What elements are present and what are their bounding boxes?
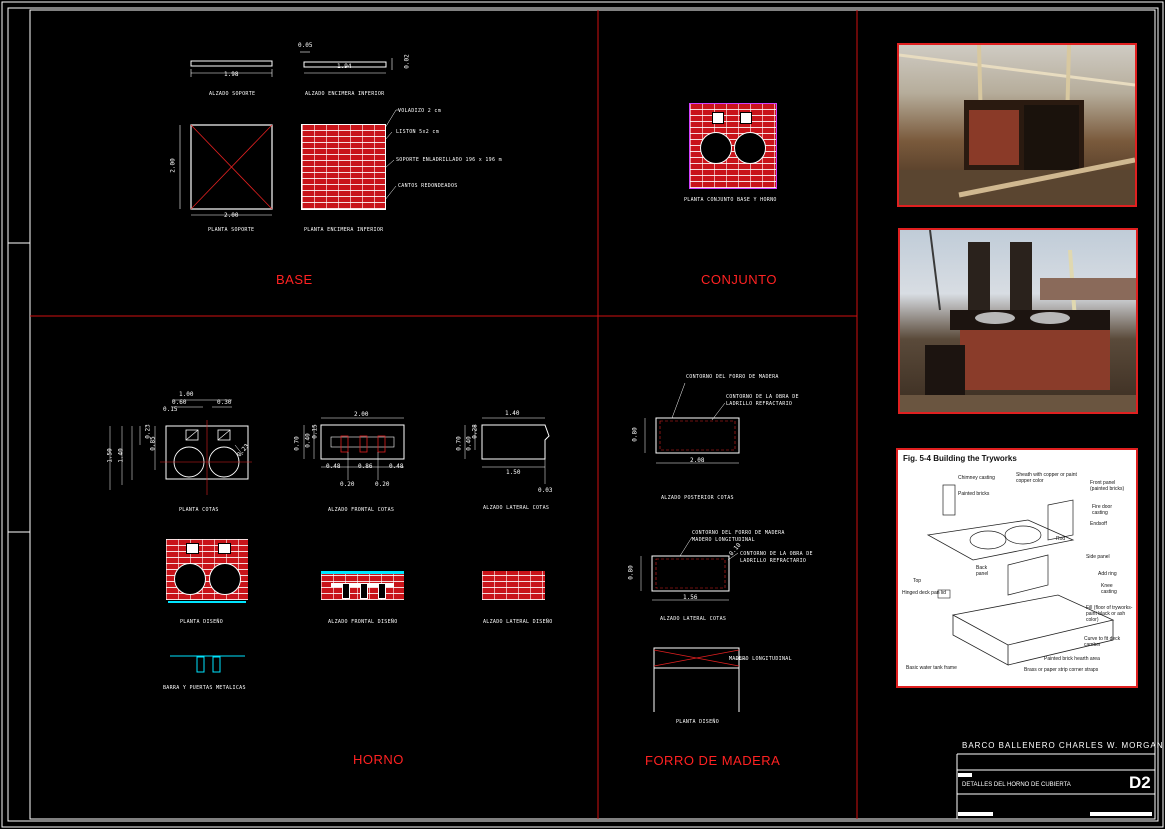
fig-label-17: Brass or paper strip corner straps bbox=[1024, 667, 1099, 673]
note-contorno-obra-2: CONTORNO DE LA OBRA DE LADRILLO REFRACTA… bbox=[740, 551, 813, 564]
planta-soporte-width-dim: 2.00 bbox=[224, 212, 239, 219]
af-dim-5: 0.48 bbox=[326, 463, 341, 470]
fig-label-12: Hinged deck pan lid bbox=[902, 590, 946, 596]
planta-cotas-label: PLANTA COTAS bbox=[179, 507, 219, 513]
al-dim-2: 0.70 bbox=[455, 436, 463, 451]
note-contorno-obra: CONTORNO DE LA OBRA DE LADRILLO REFRACTA… bbox=[726, 394, 799, 407]
note-madero-longitudinal: MADERO LONGITUDINAL bbox=[729, 656, 792, 662]
af-dim-8: 0.20 bbox=[340, 481, 355, 488]
forro-ap-height: 0.80 bbox=[631, 427, 639, 442]
pc-dim-4: 0.15 bbox=[163, 406, 178, 413]
planta-soporte-label: PLANTA SOPORTE bbox=[208, 227, 255, 233]
section-title-base: BASE bbox=[276, 272, 313, 287]
fig-label-10: Add ring bbox=[1098, 571, 1117, 577]
fig-label-15: Painted brick hearth area bbox=[1044, 656, 1100, 662]
forro-planta-diseno-label: PLANTA DISEÑO bbox=[676, 719, 720, 725]
alzado-lateral-cotas-label: ALZADO LATERAL COTAS bbox=[483, 505, 550, 511]
sheet-title: DETALLES DEL HORNO DE CUBIERTA bbox=[962, 782, 1071, 788]
project-title: BARCO BALLENERO CHARLES W. MORGAN bbox=[962, 741, 1164, 750]
forro-al-height: 0.80 bbox=[627, 565, 635, 580]
note-contorno-forro-2-line1: CONTORNO DEL FORRO DE MADERA bbox=[692, 530, 785, 536]
pc-dim-3: 0.30 bbox=[217, 399, 232, 406]
al-dim-6: 0.03 bbox=[538, 487, 553, 494]
fig-label-8: Back panel bbox=[976, 565, 989, 577]
alzado-lateral-diseno-label: ALZADO LATERAL DISEÑO bbox=[483, 619, 553, 625]
conjunto-pot-right bbox=[734, 132, 766, 164]
planta-encimera-label: PLANTA ENCIMERA INFERIOR bbox=[304, 227, 384, 233]
sheet-number: D2 bbox=[1129, 773, 1151, 792]
fig-label-6: Rod bbox=[1056, 536, 1066, 542]
section-title-forro: FORRO DE MADERA bbox=[645, 753, 781, 768]
fig-label-3: Front panel (painted bricks) bbox=[1090, 480, 1125, 492]
conjunto-pot-left bbox=[700, 132, 732, 164]
af-dim-2: 0.70 bbox=[293, 436, 301, 451]
fig-label-1: Painted bricks bbox=[958, 491, 990, 497]
planta-soporte-rect bbox=[190, 124, 273, 210]
alzado-encimera-label: ALZADO ENCIMERA INFERIOR bbox=[305, 91, 385, 97]
fig-label-0: Chimney casting bbox=[958, 475, 995, 481]
alzado-encimera-dim-top: 0.05 bbox=[298, 42, 313, 49]
forro-ap-width: 2.08 bbox=[690, 457, 705, 464]
pc-dim-8: 1.40 bbox=[117, 448, 125, 463]
fig-label-2: Sheath with copper or paint copper color bbox=[1016, 472, 1077, 484]
af-dim-3: 0.40 bbox=[304, 433, 312, 448]
drawing-frame bbox=[29, 9, 1156, 820]
alzado-lateral-diseno-brick bbox=[482, 571, 545, 600]
alzado-posterior-label: ALZADO POSTERIOR COTAS bbox=[661, 495, 734, 501]
planta-diseno-label: PLANTA DISEÑO bbox=[180, 619, 224, 625]
section-title-horno: HORNO bbox=[353, 752, 404, 767]
alzado-frontal-cotas-label: ALZADO FRONTAL COTAS bbox=[328, 507, 395, 513]
alzado-lateral-forro-label: ALZADO LATERAL COTAS bbox=[660, 616, 727, 622]
pc-dim-6: 0.85 bbox=[149, 436, 157, 451]
fig-label-16: Basic water tank frame bbox=[906, 665, 957, 671]
af-dim-7: 0.48 bbox=[389, 463, 404, 470]
planta-encimera-brick bbox=[301, 124, 386, 210]
planta-soporte-height-dim: 2.00 bbox=[169, 158, 177, 173]
pc-dim-7: 1.50 bbox=[106, 448, 114, 463]
section-title-conjunto: CONJUNTO bbox=[701, 272, 777, 287]
fig-label-9: Top bbox=[913, 578, 922, 584]
tryworks-photo-1 bbox=[897, 43, 1137, 207]
af-dim-9: 0.20 bbox=[375, 481, 390, 488]
fig-label-14: Curve to fit deck camber bbox=[1084, 636, 1121, 648]
note-cantos: CANTOS REDONDEADOS bbox=[398, 183, 458, 189]
forro-al-width: 1.56 bbox=[683, 594, 698, 601]
fig-label-13: Fill (floor of tryworks-paint black or a… bbox=[1086, 605, 1133, 623]
figure-title: Fig. 5-4 Building the Tryworks bbox=[903, 454, 1017, 463]
conjunto-caption: PLANTA CONJUNTO BASE Y HORNO bbox=[684, 197, 777, 203]
note-contorno-forro: CONTORNO DEL FORRO DE MADERA bbox=[686, 374, 779, 380]
tryworks-figure: Fig. 5-4 Building the Tryworks Chimney c… bbox=[896, 448, 1138, 688]
planta-diseno-brick bbox=[166, 539, 248, 600]
al-dim-5: 1.50 bbox=[506, 469, 521, 476]
af-dim-6: 0.86 bbox=[358, 463, 373, 470]
af-dim-4: 0.15 bbox=[311, 424, 319, 439]
inner-border bbox=[7, 7, 1159, 822]
alzado-soporte-dim: 1.98 bbox=[224, 71, 239, 78]
note-voladizo: VOLADIZO 2 cm bbox=[398, 108, 442, 114]
tryworks-photo-2 bbox=[898, 228, 1138, 414]
pc-dim-1: 1.00 bbox=[179, 391, 194, 398]
barra-puertas-label: BARRA Y PUERTAS METALICAS bbox=[163, 685, 246, 691]
alzado-encimera-dim-side: 0.02 bbox=[403, 54, 411, 69]
pc-dim-2: 0.60 bbox=[172, 399, 187, 406]
alzado-frontal-diseno-brick bbox=[321, 571, 404, 600]
fig-label-7: Side panel bbox=[1086, 554, 1110, 560]
alzado-soporte-label: ALZADO SOPORTE bbox=[209, 91, 256, 97]
al-dim-4: 0.28 bbox=[471, 424, 479, 439]
planta-diseno-base-line bbox=[168, 601, 246, 603]
alzado-encimera-dim: 1.94 bbox=[337, 63, 352, 70]
al-dim-1: 1.40 bbox=[505, 410, 520, 417]
note-madero-line: MADERO LONGITUDINAL bbox=[692, 537, 755, 543]
note-soporte: SOPORTE ENLADRILLADO 196 x 196 m bbox=[396, 157, 502, 163]
conjunto-plan-brick bbox=[689, 103, 777, 189]
note-liston: LISTON 5x2 cm bbox=[396, 129, 440, 135]
alzado-frontal-diseno-label: ALZADO FRONTAL DISEÑO bbox=[328, 619, 398, 625]
fig-label-4: Fire door casting bbox=[1092, 504, 1113, 516]
fig-label-5: Endsoff bbox=[1090, 521, 1107, 527]
af-dim-1: 2.00 bbox=[354, 411, 369, 418]
fig-label-11: Knee casting bbox=[1101, 583, 1117, 595]
